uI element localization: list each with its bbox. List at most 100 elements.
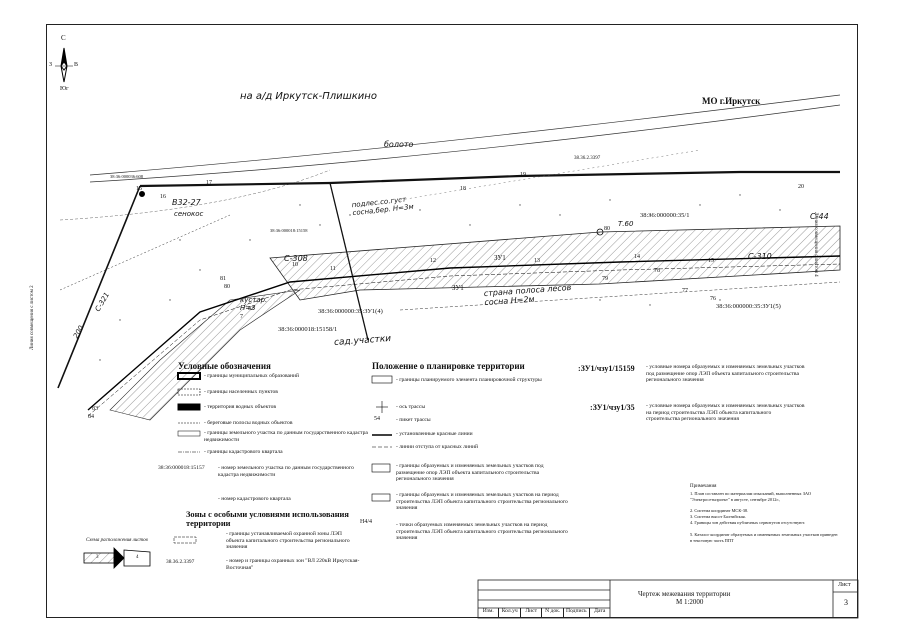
point-number: 16 [160, 194, 166, 200]
zones-item: - номер и границы охранных зон "ВЛ 220кВ… [226, 558, 360, 571]
lep-corridor [269, 225, 841, 301]
trace-axis [87, 255, 841, 411]
left-match-line: Линия совмещения с листом 2 [30, 285, 35, 350]
zones-item: - границы устанавливаемой охранной зоны … [226, 531, 350, 551]
legend-item: - границы населенных пунктов [204, 389, 278, 395]
municipal-boundary [57, 185, 141, 389]
zu-label: ЗУ1 [452, 284, 464, 292]
layout-scheme-title: Схема расположения листов [86, 538, 148, 543]
drawing-title: Чертеж межевания территории [638, 590, 731, 598]
zone-code-label: 38.36.2.3397 [574, 156, 601, 161]
tb-col: Дата [594, 608, 606, 614]
zones-code: 38.36.2.3397 [166, 559, 195, 565]
north-arrow [55, 47, 73, 83]
cadastral-boundary [399, 149, 701, 201]
shrub-label: кустар. Н=3 [240, 296, 268, 312]
legend-item: - номер земельного участка по данным гос… [218, 465, 354, 478]
point-number: 80 [604, 226, 610, 232]
road-line [89, 94, 841, 176]
legend-item: - границы земельного участка по данным г… [204, 430, 368, 443]
point-number: 17 [206, 180, 212, 186]
code-example: :ЗУ1/чзу1/35 [590, 403, 635, 412]
legend-item: - береговые полосы водных объектов [204, 420, 293, 426]
point-number: 76 [710, 296, 716, 302]
forest-c308-label: С-308 [284, 254, 308, 263]
note-item: 5. Каталог координат образуемых и изменя… [690, 532, 838, 543]
sheet-layout-scheme [83, 547, 151, 569]
legend-item: - номер кадастрового квартала [218, 496, 291, 502]
hayfield-label: сенокос [174, 210, 204, 218]
compass-south: Юг [60, 86, 69, 92]
note-item: 4. Границы зон действия публичных сервит… [690, 520, 806, 525]
point-number: 18 [460, 186, 466, 192]
right-match-line: Линия совмещения с листом 4 [813, 212, 818, 277]
tb-col: Подпись [564, 608, 590, 618]
sheet-number: 3 [844, 598, 848, 607]
cad-example: 38:36:000018:15157 [158, 465, 205, 471]
forest-c310-label: С-310 [748, 252, 772, 261]
swamp-label: болото [384, 140, 414, 149]
point-number: 19 [520, 172, 526, 178]
tower-mark [596, 228, 604, 236]
point-number: 15 [708, 258, 714, 264]
drawing-sheet [46, 24, 858, 618]
compass-north: С [61, 34, 66, 42]
point-number: 13 [534, 258, 540, 264]
compass-east: В [74, 62, 79, 68]
point-number: 82 [248, 306, 254, 312]
point-number: 12 [430, 258, 436, 264]
cadastral-boundary [59, 214, 231, 291]
parcel-label: 38:36:000018:15158/1 [278, 326, 338, 333]
planning-item: - ось трассы [396, 404, 426, 410]
legend-item: - территория водных объектов [204, 404, 277, 410]
layout-sheet-a: 3 [96, 555, 99, 560]
notes-title: Примечания [690, 484, 717, 489]
legend-item: - границы кадастрового квартала [204, 449, 283, 455]
point-number: 78 [654, 268, 660, 274]
forest-b32-label: В32-27 [172, 198, 201, 207]
picket-number: 54 [374, 416, 380, 422]
zones-title: Зоны с особыми условиями использования т… [186, 510, 349, 528]
road-line [89, 104, 841, 183]
tower-label: Т.60 [618, 220, 634, 228]
planning-item: - границы планируемого элемента планиров… [396, 377, 542, 383]
point-example: Н4/4 [360, 519, 372, 525]
code-desc: - условные номера образуемых и изменяемы… [646, 364, 805, 384]
point-number: 84 [88, 414, 94, 420]
planning-item: - установленные красные линии [396, 431, 473, 437]
layout-sheet-b: 4 [136, 555, 139, 560]
planning-item: - границы образуемых и изменяемых земель… [396, 492, 568, 512]
legend-title: Условные обозначения [178, 361, 271, 371]
code-desc: - условные номера образуемых и изменяемы… [646, 403, 805, 423]
parcel-label: 38:36:000000:35/1 [640, 212, 690, 219]
tb-col: Изм. [478, 608, 500, 618]
lep-corridor [109, 289, 301, 421]
sheet-label: Лист [838, 582, 851, 588]
tb-col: Лист [521, 608, 543, 618]
road-label: на а/д Иркутск-Плишкино [240, 91, 377, 102]
planning-item: - линии отступа от красных линий [396, 444, 478, 450]
tb-col: Кол.уч [499, 608, 521, 618]
planning-item: - границы образуемых и изменяемых земель… [396, 463, 544, 483]
trace-axis [87, 263, 841, 417]
point-number: 15 [136, 186, 142, 192]
municipal-boundary [139, 170, 840, 188]
planning-title: Положение о планировке территории [372, 361, 525, 371]
point-number: 80 [224, 284, 230, 290]
point-number: 7 [240, 314, 243, 320]
municipality-label: МО г.Иркутск [702, 96, 761, 106]
planning-item: - точки образуемых изменяемых земельных … [396, 522, 568, 542]
cadastral-boundary [399, 281, 841, 311]
note-item: 3. Система высот Балтийская. [690, 514, 746, 519]
parcel-label: 38:36:000000:35:ЗУ1(4) [318, 308, 383, 315]
point-number: 79 [602, 276, 608, 282]
code-example: :ЗУ1/чзу1/15159 [578, 364, 635, 373]
forest-c44-label: С-44 [810, 212, 829, 221]
note-item: 1. План составлен по материалам изыскани… [690, 491, 812, 502]
parcel-label: 38:36:000000:35:ЗУ1(5) [716, 303, 781, 310]
point-number: 10 [292, 262, 298, 268]
tower-mark [139, 191, 145, 197]
point-number: 77 [682, 288, 688, 294]
compass-west: З [49, 62, 53, 68]
